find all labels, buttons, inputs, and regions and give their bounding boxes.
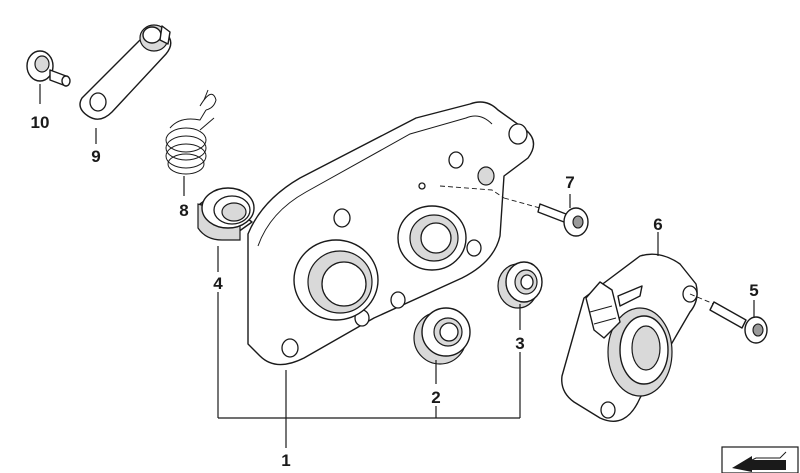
label-8: 8 <box>179 201 188 220</box>
label-2: 2 <box>431 388 440 407</box>
label-1: 1 <box>281 451 290 470</box>
label-4: 4 <box>213 274 223 293</box>
label-3: 3 <box>515 334 524 353</box>
part-5-bolt[interactable] <box>689 293 768 344</box>
part-8-spring[interactable] <box>165 89 217 175</box>
label-10: 10 <box>31 113 50 132</box>
part-6-cover[interactable] <box>561 253 698 422</box>
part-10-pin[interactable] <box>26 50 71 87</box>
label-6: 6 <box>653 215 662 234</box>
label-5: 5 <box>749 281 758 300</box>
part-labels: 10 9 8 4 1 2 3 7 6 5 <box>31 113 759 470</box>
part-9-lever[interactable] <box>79 24 172 120</box>
label-9: 9 <box>91 147 100 166</box>
part-4-bushing[interactable] <box>197 187 255 241</box>
leader-lines <box>39 84 755 448</box>
part-7-bolt[interactable] <box>439 185 589 237</box>
arrow-icon <box>721 446 799 473</box>
part-1-housing-plate[interactable] <box>247 101 535 366</box>
label-7: 7 <box>565 173 574 192</box>
part-3-bearing[interactable] <box>497 261 543 309</box>
part-2-seal[interactable] <box>413 307 471 365</box>
